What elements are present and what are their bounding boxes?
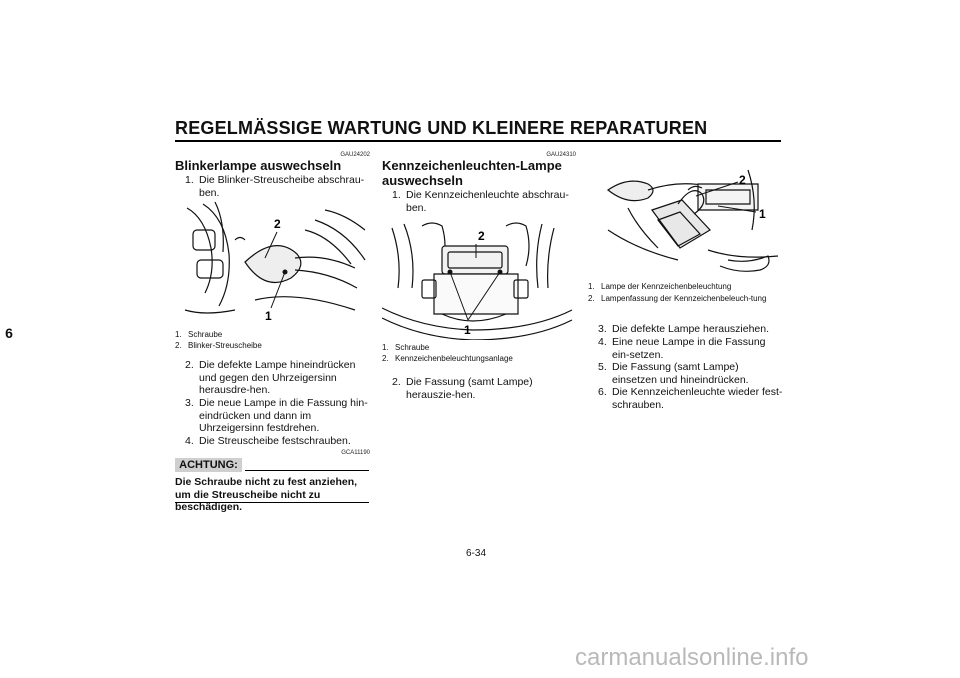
bulb-socket-figure: 2 1 xyxy=(588,160,780,278)
caption-text: Schraube xyxy=(188,330,223,339)
step-number: 2. xyxy=(392,376,401,388)
section-code: GAU24310 xyxy=(546,152,576,158)
caption-item: 1. Schraube xyxy=(382,343,577,353)
caption-text: Schraube xyxy=(395,343,430,352)
caption-text: Kennzeichenbeleuchtungsanlage xyxy=(395,354,513,363)
caution-code: GCA11190 xyxy=(341,450,370,456)
step-text: Die Streuscheibe festschrauben. xyxy=(199,435,351,447)
step-item: 2. Die defekte Lampe hineindrücken und g… xyxy=(185,359,370,397)
watermark: carmanualsonline.info xyxy=(575,644,809,671)
caption-number: 1. xyxy=(175,330,182,339)
page-header-title: REGELMÄSSIGE WARTUNG UND KLEINERE REPARA… xyxy=(175,118,708,138)
step-number: 1. xyxy=(185,174,194,186)
step-text: Die Kennzeichenleuchte wieder fest-schra… xyxy=(612,386,783,411)
caption-number: 1. xyxy=(588,282,595,291)
figure-callout: 2 xyxy=(478,229,485,243)
step-item: 5. Die Fassung (samt Lampe) einsetzen un… xyxy=(598,361,783,386)
step-text: Die defekte Lampe herausziehen. xyxy=(612,323,770,335)
step-item: 4. Die Streuscheibe festschrauben. xyxy=(185,435,370,448)
caution-text: Die Schraube nicht zu fest anziehen, um … xyxy=(175,476,358,513)
caption-text: Lampe der Kennzeichenbeleuchtung xyxy=(601,282,732,291)
caution-rule xyxy=(245,470,369,471)
figure-callout: 1 xyxy=(464,323,471,337)
caption-item: 2. Blinker-Streuscheibe xyxy=(175,341,370,351)
step-text: Die neue Lampe in die Fassung hin-eindrü… xyxy=(199,397,368,435)
caption-text: Blinker-Streuscheibe xyxy=(188,341,262,350)
page-number: 6-34 xyxy=(466,548,487,559)
caption-number: 2. xyxy=(382,354,389,363)
step-number: 5. xyxy=(598,361,607,373)
caption-number: 2. xyxy=(175,341,182,350)
caption-text: Lampenfassung der Kennzeichenbeleuch-tun… xyxy=(601,294,767,303)
step-text: Die Fassung (samt Lampe) herauszie-hen. xyxy=(406,376,533,401)
step-item: 2. Die Fassung (samt Lampe) herauszie-he… xyxy=(392,376,577,401)
section-title: Blinkerlampe auswechseln xyxy=(175,158,342,173)
caution-end-rule xyxy=(175,502,369,503)
step-number: 3. xyxy=(185,397,194,409)
step-number: 6. xyxy=(598,386,607,398)
caption-item: 1. Schraube xyxy=(175,330,370,340)
step-text: Eine neue Lampe in die Fassung ein-setze… xyxy=(612,336,766,361)
license-light-figure: 2 1 xyxy=(382,218,578,340)
chapter-tab: 6 xyxy=(5,325,13,341)
step-item: 6. Die Kennzeichenleuchte wieder fest-sc… xyxy=(598,386,783,411)
step-number: 3. xyxy=(598,323,607,335)
section-title: Kennzeichenleuchten-Lampe auswechseln xyxy=(382,158,562,188)
step-item: 3. Die neue Lampe in die Fassung hin-ein… xyxy=(185,397,370,435)
caption-item: 1. Lampe der Kennzeichenbeleuchtung xyxy=(588,282,783,292)
section-code: GAU24202 xyxy=(340,152,370,158)
figure-callout: 1 xyxy=(759,207,766,221)
step-text: Die Blinker-Streuscheibe abschrau-ben. xyxy=(199,174,365,199)
step-number: 2. xyxy=(185,359,194,371)
step-item: 4. Eine neue Lampe in die Fassung ein-se… xyxy=(598,336,783,361)
step-text: Die Kennzeichenleuchte abschrau-ben. xyxy=(406,189,569,214)
caution-badge: ACHTUNG: xyxy=(175,458,242,472)
turn-signal-figure: 2 1 xyxy=(175,200,371,330)
figure-callout: 1 xyxy=(265,309,272,323)
caption-number: 2. xyxy=(588,294,595,303)
figure-callout: 2 xyxy=(274,217,281,231)
caption-number: 1. xyxy=(382,343,389,352)
caption-item: 2. Kennzeichenbeleuchtungsanlage xyxy=(382,354,577,364)
step-number: 4. xyxy=(598,336,607,348)
step-text: Die defekte Lampe hineindrücken und gege… xyxy=(199,359,356,397)
step-item: 1. Die Kennzeichenleuchte abschrau-ben. xyxy=(392,189,577,214)
step-number: 4. xyxy=(185,435,194,447)
step-item: 3. Die defekte Lampe herausziehen. xyxy=(598,323,783,336)
step-number: 1. xyxy=(392,189,401,201)
step-item: 1. Die Blinker-Streuscheibe abschrau-ben… xyxy=(185,174,370,199)
caption-item: 2. Lampenfassung der Kennzeichenbeleuch-… xyxy=(588,294,778,304)
header-rule xyxy=(175,140,781,142)
step-text: Die Fassung (samt Lampe) einsetzen und h… xyxy=(612,361,749,386)
figure-callout: 2 xyxy=(739,173,746,187)
